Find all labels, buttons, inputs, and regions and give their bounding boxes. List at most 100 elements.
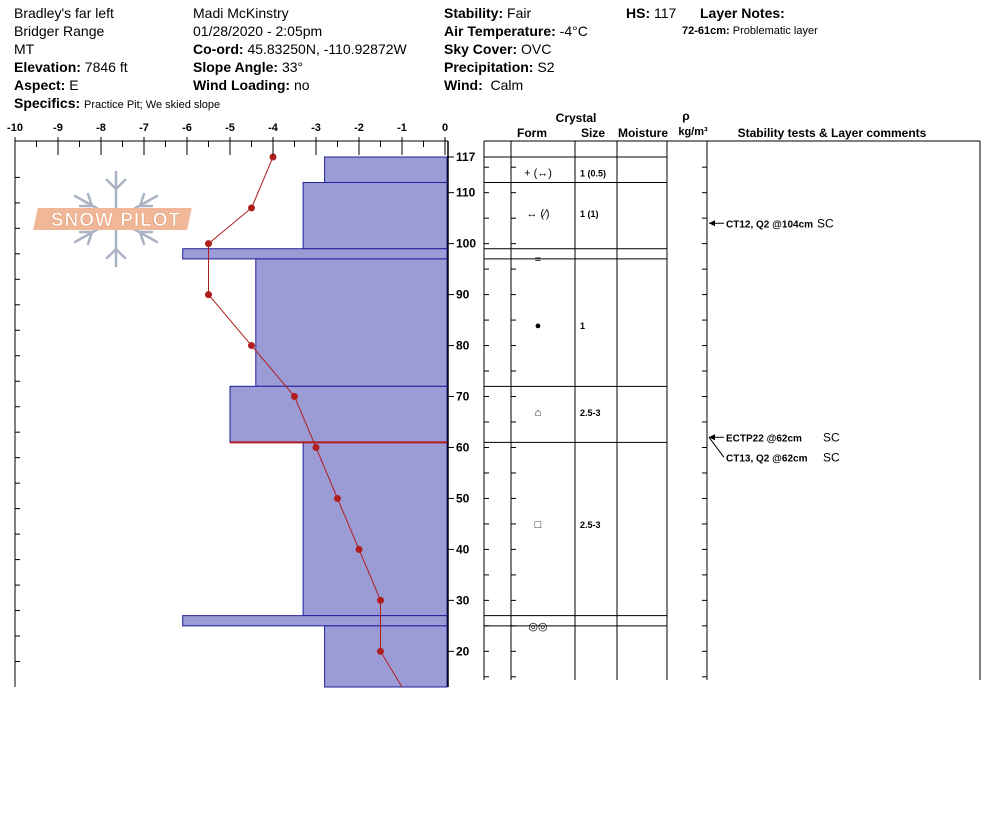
layer-notes-heading: Layer Notes: bbox=[700, 5, 785, 21]
depth-tick-label: 80 bbox=[456, 339, 470, 353]
x-tick-label: -5 bbox=[225, 122, 235, 134]
depth-tick-label: 40 bbox=[456, 542, 470, 556]
x-tick-label: -4 bbox=[268, 122, 279, 134]
x-tick-label: -9 bbox=[53, 122, 63, 134]
logo-banner bbox=[33, 208, 192, 230]
air-temp-value: -4°C bbox=[559, 23, 588, 39]
hs-value: 117 bbox=[654, 5, 677, 21]
depth-tick-label: 30 bbox=[456, 593, 470, 607]
crystal-form: ↔ (⁄) bbox=[526, 208, 549, 220]
header-density-unit: kg/m³ bbox=[678, 126, 708, 138]
arrow-icon bbox=[709, 220, 715, 227]
temperature-point bbox=[377, 596, 384, 604]
hardness-bar bbox=[182, 615, 448, 627]
temperature-point bbox=[248, 204, 255, 212]
specifics: Specifics: Practice Pit; We skied slope bbox=[14, 94, 220, 114]
crystal-size: 1 bbox=[580, 321, 585, 331]
crystal-size: 2.5-3 bbox=[580, 520, 601, 530]
sky-value: OVC bbox=[521, 41, 552, 57]
state-name: MT bbox=[14, 41, 35, 57]
specifics-label: Specifics: bbox=[14, 95, 81, 111]
x-tick-label: -7 bbox=[139, 122, 149, 134]
temperature-point bbox=[291, 393, 298, 401]
crystal-form: ⌂ bbox=[535, 407, 542, 419]
aspect: Aspect: E bbox=[14, 76, 79, 94]
hardness-bar bbox=[324, 156, 448, 183]
wind-loading: Wind Loading: no bbox=[193, 76, 310, 94]
arrow-icon bbox=[709, 434, 715, 441]
temperature-point bbox=[205, 291, 212, 299]
depth-tick-label: 60 bbox=[456, 440, 470, 454]
stability-test-tag: SC bbox=[817, 216, 834, 230]
stability-test-text: CT13, Q2 @62cm bbox=[726, 453, 808, 464]
range-name: Bridger Range bbox=[14, 23, 105, 39]
hardness-bar bbox=[302, 181, 448, 250]
depth-tick-label: 117 bbox=[456, 150, 476, 164]
aspect-label: Aspect: bbox=[14, 77, 66, 93]
air-temperature: Air Temperature: -4°C bbox=[444, 22, 588, 40]
header-rho: ρ bbox=[682, 109, 689, 123]
header-form: Form bbox=[517, 126, 547, 140]
coord-label: Co-ord: bbox=[193, 41, 244, 57]
wind-loading-label: Wind Loading: bbox=[193, 77, 291, 93]
temperature-point bbox=[312, 443, 320, 451]
temperature-line bbox=[208, 156, 403, 688]
header-stability-tests: Stability tests & Layer comments bbox=[738, 126, 927, 140]
wind-label: Wind: bbox=[444, 77, 483, 93]
stability-test-text: ECTP22 @62cm bbox=[726, 433, 802, 444]
location-name: Bradley's far left bbox=[14, 5, 114, 21]
stability-label: Stability: bbox=[444, 5, 504, 21]
layer-note-range: 72-61cm: bbox=[682, 25, 730, 37]
wind: Wind: Calm bbox=[444, 76, 523, 94]
hardness-bar bbox=[229, 385, 448, 443]
hs-label: HS: bbox=[626, 5, 651, 21]
wind-value: Calm bbox=[490, 77, 524, 93]
header-crystal: Crystal bbox=[556, 111, 597, 125]
precipitation: Precipitation: S2 bbox=[444, 58, 554, 76]
slope-label: Slope Angle: bbox=[193, 59, 279, 75]
sky-cover: Sky Cover: OVC bbox=[444, 40, 551, 58]
hardness-bar bbox=[255, 258, 448, 387]
air-temp-label: Air Temperature: bbox=[444, 23, 556, 39]
wind-loading-value: no bbox=[293, 77, 310, 93]
crystal-form: ● bbox=[535, 320, 542, 332]
specifics-value: Practice Pit; We skied slope bbox=[84, 99, 221, 111]
crystal-size: 1 (0.5) bbox=[580, 168, 606, 178]
elevation-label: Elevation: bbox=[14, 59, 81, 75]
x-tick-label: -8 bbox=[96, 122, 106, 134]
temperature-point bbox=[377, 647, 384, 655]
depth-tick-label: 110 bbox=[456, 186, 476, 200]
slope-angle: Slope Angle: 33° bbox=[193, 58, 303, 76]
stability-value: Fair bbox=[507, 5, 532, 21]
sky-label: Sky Cover: bbox=[444, 41, 518, 57]
crystal-form: ◎◎ bbox=[528, 621, 547, 633]
elevation: Elevation: 7846 ft bbox=[14, 58, 128, 76]
layer-note: 72-61cm: Problematic layer bbox=[682, 22, 818, 40]
temperature-point bbox=[355, 545, 363, 553]
crystal-form: + (↔) bbox=[524, 167, 552, 179]
elevation-value: 7846 ft bbox=[84, 59, 128, 75]
stability-test-pointer bbox=[708, 436, 725, 458]
x-tick-label: -1 bbox=[397, 122, 407, 134]
precip-value: S2 bbox=[537, 59, 555, 75]
header-size: Size bbox=[581, 126, 605, 140]
crystal-form: = bbox=[535, 254, 541, 266]
slope-value: 33° bbox=[281, 59, 304, 75]
x-tick-label: -3 bbox=[311, 122, 321, 134]
datetime: 01/28/2020 - 2:05pm bbox=[193, 23, 323, 39]
temperature-point bbox=[269, 153, 277, 161]
depth-tick-label: 90 bbox=[456, 288, 470, 302]
temperature-point bbox=[334, 494, 341, 502]
layer-note-text: Problematic layer bbox=[732, 25, 818, 37]
header-moisture: Moisture bbox=[618, 126, 668, 140]
stability: Stability: Fair bbox=[444, 4, 531, 22]
temperature-point bbox=[205, 240, 212, 248]
hardness-bar bbox=[182, 248, 448, 260]
precip-label: Precipitation: bbox=[444, 59, 534, 75]
x-tick-label: 0 bbox=[442, 122, 448, 134]
depth-tick-label: 100 bbox=[456, 237, 476, 251]
